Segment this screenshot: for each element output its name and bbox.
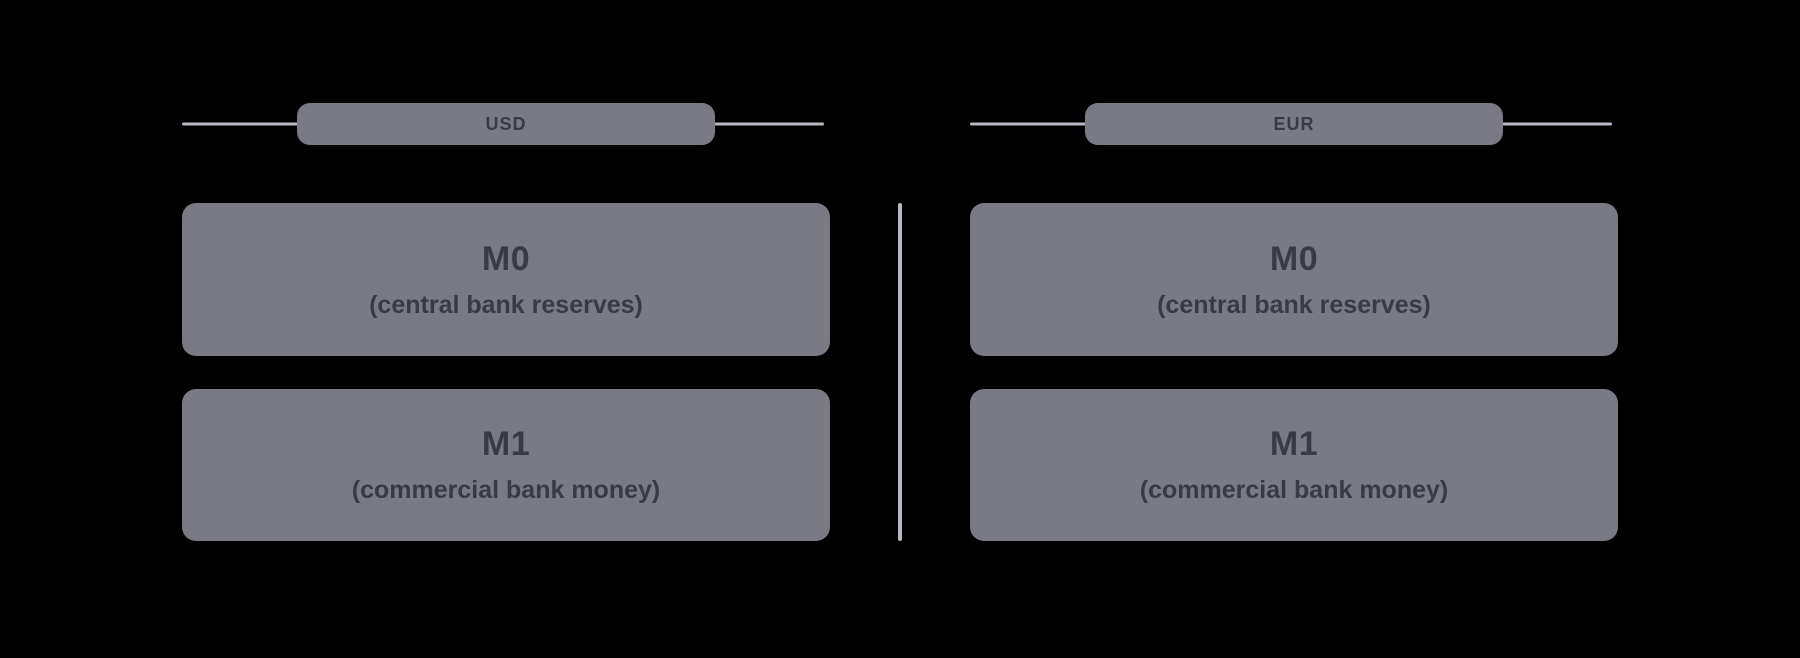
currency-header-eur: EUR [970,103,1618,145]
currency-column-eur: EUR M0 (central bank reserves) M1 (comme… [970,0,1618,658]
column-divider [898,203,902,541]
currency-label: EUR [1273,113,1315,134]
money-box-title: M1 [1269,425,1319,463]
money-box-subtitle: (commercial bank money) [351,476,661,504]
money-box-title: M0 [481,239,531,278]
money-box-title: M0 [1269,239,1319,278]
money-box-title: M1 [481,425,531,463]
currency-column-usd: USD M0 (central bank reserves) M1 (comme… [182,0,830,658]
currency-tag-eur: EUR [1085,103,1503,145]
money-box-subtitle: (commercial bank money) [1139,476,1449,504]
money-box-subtitle: (central bank reserves) [369,290,643,319]
currency-header-usd: USD [182,103,830,145]
money-box-usd-m0: M0 (central bank reserves) [182,203,830,356]
currency-tag-usd: USD [297,103,715,145]
money-box-eur-m0: M0 (central bank reserves) [970,203,1618,356]
currency-label: USD [485,113,527,134]
money-box-usd-m1: M1 (commercial bank money) [182,389,830,541]
money-box-eur-m1: M1 (commercial bank money) [970,389,1618,541]
money-box-subtitle: (central bank reserves) [1157,290,1431,319]
